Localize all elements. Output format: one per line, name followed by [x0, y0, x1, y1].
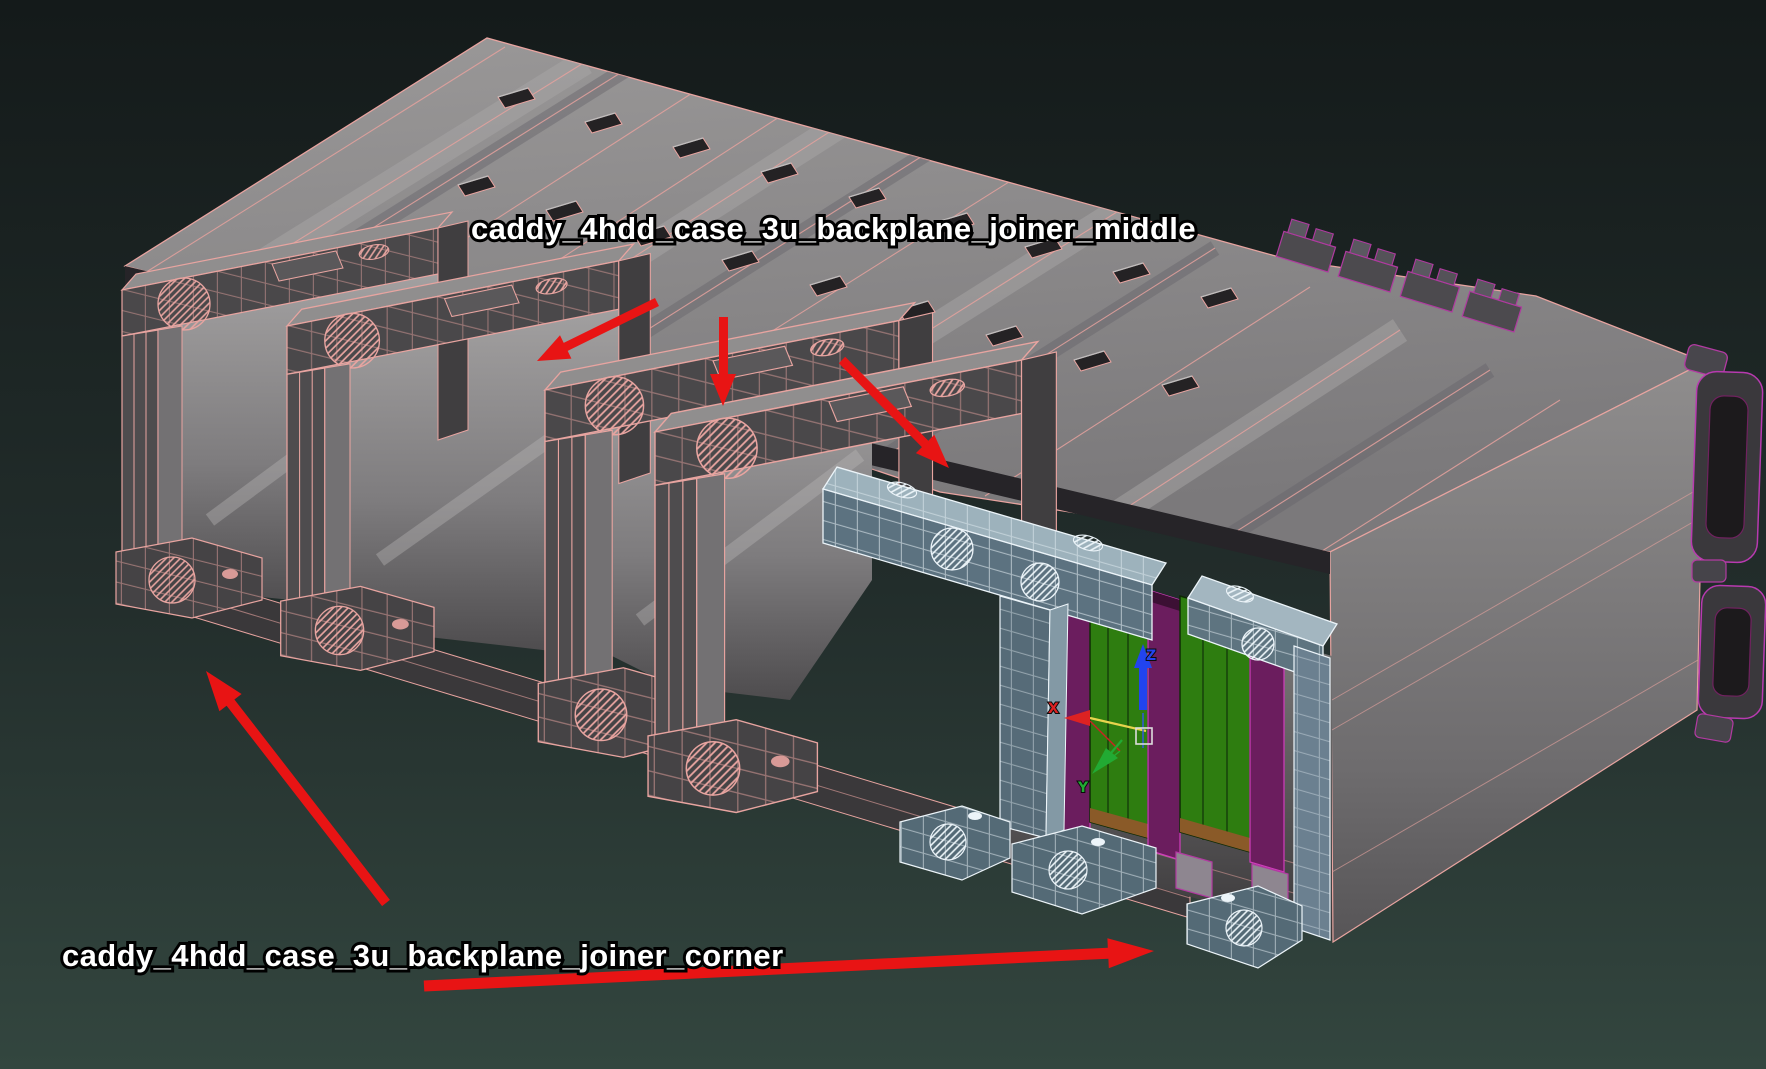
- joiner-middle-selected[interactable]: [821, 466, 1168, 839]
- joiner-screw-hole: [930, 527, 974, 571]
- arrow-corner-2-icon: [423, 938, 1154, 992]
- annotation-arrows: [206, 298, 1154, 992]
- end-latch-block-3: [1694, 713, 1734, 743]
- arrow-middle-3-icon: [838, 356, 949, 468]
- arrow-middle-1-icon: [537, 298, 659, 361]
- pcb-1-edge-strip: [1090, 808, 1148, 838]
- joiner-screw-hole: [1020, 562, 1060, 602]
- joiner-top-slot-hole: [886, 481, 918, 499]
- hdd-connector-pillar-2: [1147, 589, 1181, 861]
- gizmo-z-axis-icon[interactable]: [1139, 668, 1147, 710]
- pillar-2-cap: [1148, 590, 1180, 611]
- transform-gizmo[interactable]: X Y Z: [1047, 644, 1157, 797]
- case-end-handles[interactable]: [1683, 343, 1766, 743]
- joiner-top-slot-hole: [1072, 534, 1104, 552]
- gizmo-x-arrowhead-icon[interactable]: [1064, 710, 1090, 726]
- arrow-corner-1-icon: [206, 671, 390, 907]
- arrow-middle-2-icon: [710, 317, 736, 406]
- joiner-top-slot-hole: [1226, 585, 1254, 603]
- gizmo-z-label: Z: [1146, 648, 1156, 664]
- end-handle-1-hole: [1705, 395, 1749, 539]
- gizmo-y-arrowhead-icon[interactable]: [1092, 748, 1118, 774]
- gizmo-z-arrowhead-icon[interactable]: [1134, 644, 1152, 668]
- joiner-screw-hole: [1241, 627, 1275, 661]
- end-latch-block-1: [1684, 343, 1728, 379]
- gizmo-x-label: X: [1048, 701, 1059, 717]
- gizmo-y-axis-icon[interactable]: [1110, 739, 1123, 754]
- gizmo-y-label: Y: [1077, 780, 1089, 796]
- gizmo-x-tripod-line: [1089, 720, 1121, 752]
- end-handle-2-hole: [1712, 607, 1752, 697]
- end-latch-block-2: [1691, 559, 1727, 583]
- label-joiner-corner: caddy_4hdd_case_3u_backplane_joiner_corn…: [62, 938, 784, 973]
- label-joiner-middle: caddy_4hdd_case_3u_backplane_joiner_midd…: [471, 211, 1196, 246]
- gizmo-pivot-square: [1135, 727, 1153, 745]
- joiner-corner-selected[interactable]: [899, 575, 1338, 969]
- pcb-2-edge-strip: [1180, 818, 1250, 852]
